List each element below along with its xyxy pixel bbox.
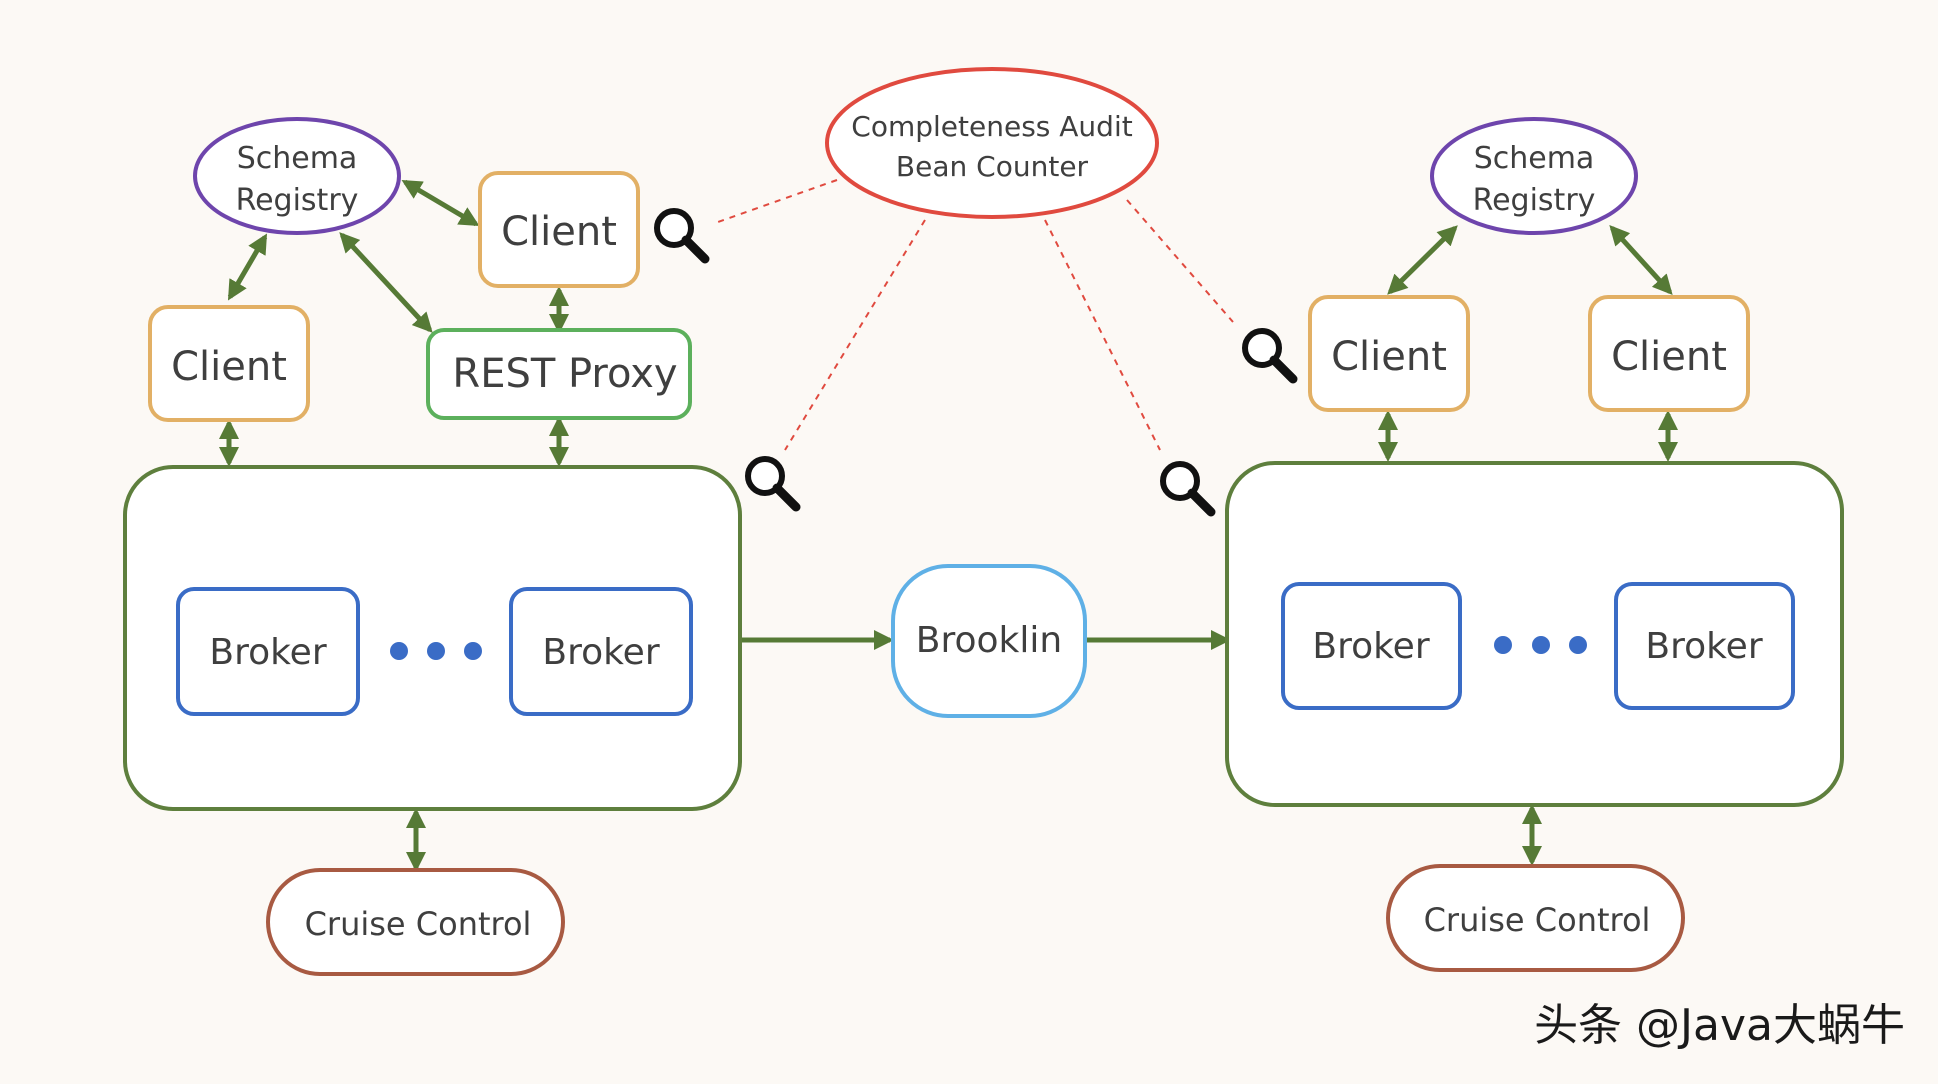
watermark: 头条 @Java大蜗牛 xyxy=(1534,1000,1905,1051)
left-client-top-label: Client xyxy=(501,209,617,255)
right-client-a-label: Client xyxy=(1331,334,1447,380)
left-client-left-label: Client xyxy=(171,344,287,390)
completeness-audit-node: Completeness Audit Bean Counter xyxy=(825,67,1159,219)
right-broker-a: Broker xyxy=(1281,582,1462,710)
right-client-b-label: Client xyxy=(1611,334,1727,380)
left-cruise-control: Cruise Control xyxy=(266,868,565,976)
right-kafka-cluster: Broker Broker xyxy=(1225,461,1844,807)
audit-line2: Bean Counter xyxy=(896,150,1089,183)
rest-proxy: REST Proxy xyxy=(426,328,692,420)
left-schema-line2: Registry xyxy=(236,183,359,218)
left-cruise-control-label: Cruise Control xyxy=(305,905,532,943)
right-schema-line2: Registry xyxy=(1473,183,1596,218)
rest-proxy-label: REST Proxy xyxy=(452,351,677,397)
right-broker-b-label: Broker xyxy=(1645,626,1762,667)
left-schema-registry: Schema Registry xyxy=(193,117,401,235)
right-client-b: Client xyxy=(1588,295,1750,412)
audit-line1: Completeness Audit xyxy=(851,110,1132,143)
right-schema-line1: Schema xyxy=(1474,141,1595,176)
brooklin-node: Brooklin xyxy=(891,564,1087,718)
left-broker-a: Broker xyxy=(176,587,360,716)
left-kafka-cluster: Broker Broker xyxy=(123,465,742,811)
left-broker-a-label: Broker xyxy=(209,632,326,673)
left-broker-b-label: Broker xyxy=(542,632,659,673)
left-broker-b: Broker xyxy=(509,587,693,716)
left-broker-ellipsis xyxy=(390,642,482,660)
left-client-left: Client xyxy=(148,305,310,422)
right-client-a: Client xyxy=(1308,295,1470,412)
connector-arrows xyxy=(219,179,1678,872)
right-broker-b: Broker xyxy=(1614,582,1795,710)
left-client-top: Client xyxy=(478,171,640,288)
right-broker-ellipsis xyxy=(1494,636,1587,654)
right-cruise-control-label: Cruise Control xyxy=(1424,901,1651,939)
left-schema-line1: Schema xyxy=(237,141,358,176)
right-cruise-control: Cruise Control xyxy=(1386,864,1685,972)
right-broker-a-label: Broker xyxy=(1312,626,1429,667)
audit-lines xyxy=(717,179,1234,451)
brooklin-label: Brooklin xyxy=(916,620,1062,661)
right-schema-registry: Schema Registry xyxy=(1430,117,1638,235)
